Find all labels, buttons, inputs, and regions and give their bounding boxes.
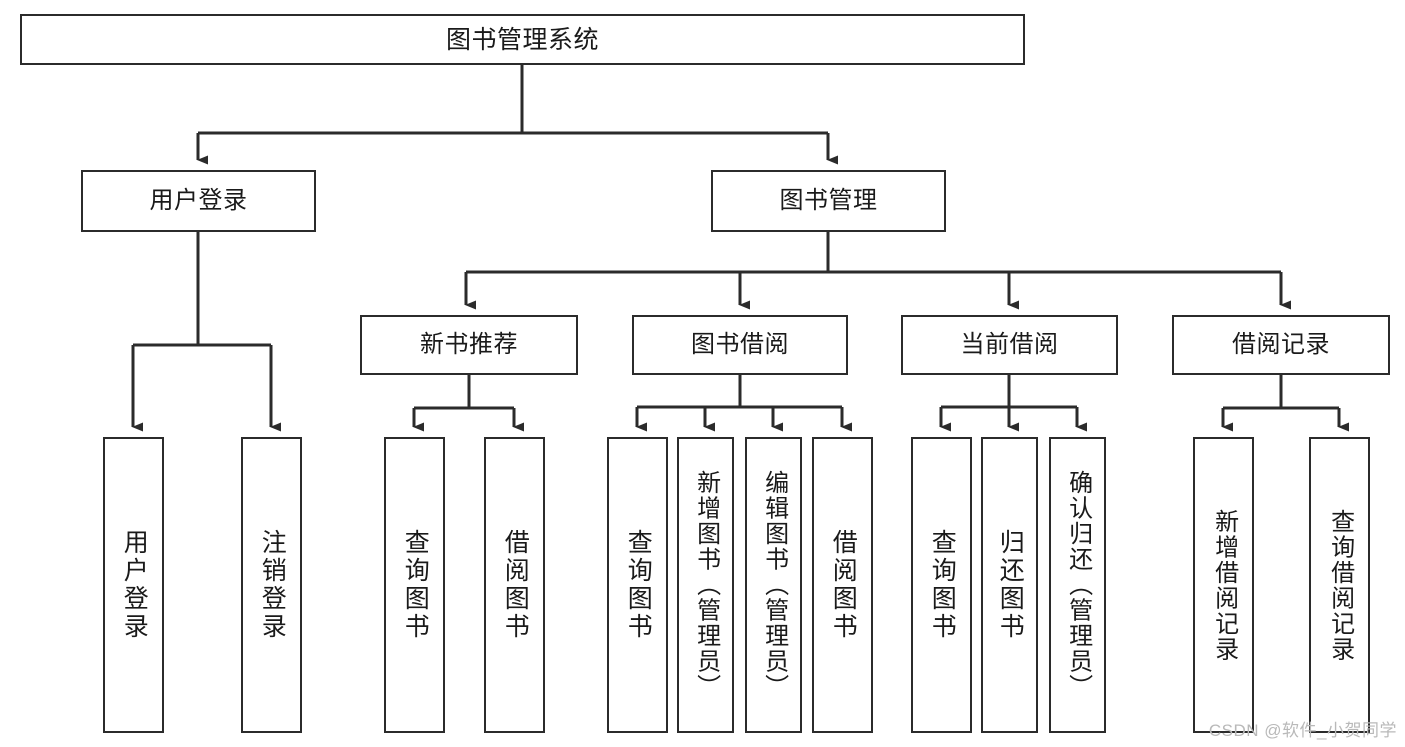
leaf-add-borrow-record[interactable]: 新增借阅记录 [1193, 437, 1254, 733]
node-label: 图书借阅 [691, 330, 789, 358]
leaf-borrow-book[interactable]: 借阅图书 [812, 437, 873, 733]
leaf-logout[interactable]: 注销登录 [241, 437, 302, 733]
node-book-management[interactable]: 图书管理 [711, 170, 946, 232]
node-label: 图书管理系统 [445, 25, 599, 54]
leaf-user-login[interactable]: 用户登录 [103, 437, 164, 733]
node-label: 新增图书（管理员） [692, 470, 720, 700]
leaf-query-book-current[interactable]: 查询图书 [911, 437, 972, 733]
leaf-borrow-book-newbook[interactable]: 借阅图书 [484, 437, 545, 733]
node-label: 图书管理 [779, 186, 878, 214]
node-label: 查询图书 [928, 529, 957, 641]
node-label: 归还图书 [996, 529, 1025, 641]
node-new-book-recommend[interactable]: 新书推荐 [360, 315, 578, 375]
node-label: 查询图书 [401, 529, 430, 641]
node-label: 借阅图书 [829, 529, 858, 641]
leaf-confirm-return-admin[interactable]: 确认归还（管理员） [1049, 437, 1106, 733]
node-current-borrow[interactable]: 当前借阅 [901, 315, 1118, 375]
node-root-system[interactable]: 图书管理系统 [20, 14, 1025, 65]
leaf-return-book[interactable]: 归还图书 [981, 437, 1038, 733]
node-label: 用户登录 [120, 529, 149, 641]
node-user-login[interactable]: 用户登录 [81, 170, 316, 232]
node-label: 查询图书 [624, 529, 653, 641]
leaf-query-book-borrow[interactable]: 查询图书 [607, 437, 668, 733]
node-label: 查询借阅记录 [1326, 508, 1354, 662]
watermark-text: CSDN @软件_小贺同学 [1208, 721, 1397, 740]
node-book-borrow[interactable]: 图书借阅 [632, 315, 848, 375]
leaf-edit-book-admin[interactable]: 编辑图书（管理员） [745, 437, 802, 733]
leaf-query-borrow-record[interactable]: 查询借阅记录 [1309, 437, 1370, 733]
node-label: 当前借阅 [960, 330, 1059, 358]
node-label: 借阅记录 [1232, 330, 1330, 358]
node-label: 新书推荐 [420, 330, 518, 358]
node-label: 用户登录 [149, 186, 248, 214]
node-borrow-record[interactable]: 借阅记录 [1172, 315, 1390, 375]
leaf-query-book-newbook[interactable]: 查询图书 [384, 437, 445, 733]
node-label: 编辑图书（管理员） [760, 470, 788, 700]
node-label: 新增借阅记录 [1210, 508, 1238, 662]
node-label: 注销登录 [258, 529, 287, 641]
leaf-add-book-admin[interactable]: 新增图书（管理员） [677, 437, 734, 733]
node-label: 确认归还（管理员） [1064, 470, 1092, 700]
node-label: 借阅图书 [501, 529, 530, 641]
